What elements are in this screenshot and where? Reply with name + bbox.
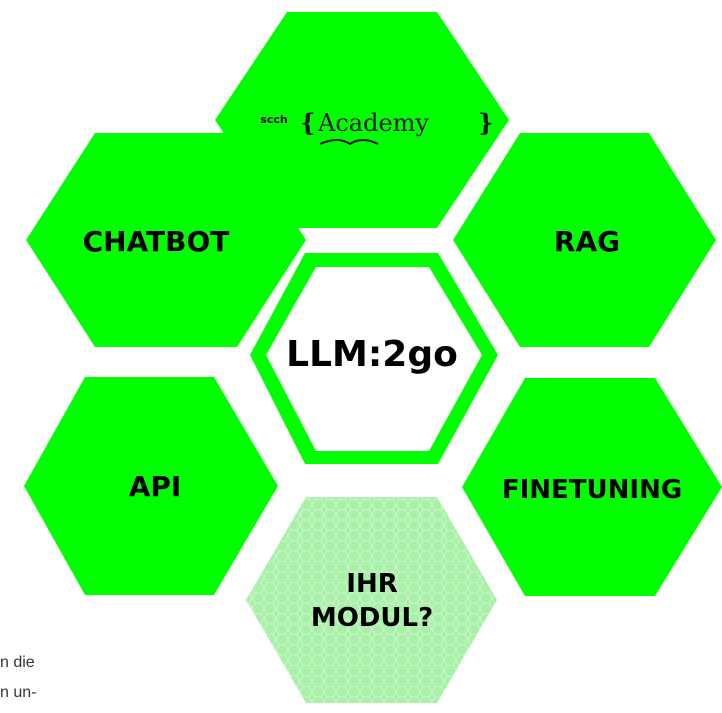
hex-center-inner [266,267,482,451]
side-text-line2: n un- [0,684,37,701]
side-text-line1: n die [0,654,35,671]
hex-chatbot[interactable]: CHATBOT [26,133,306,347]
api-label: API [129,470,182,503]
book-icon [319,139,379,146]
academy-brace-open: { [300,108,315,137]
hex-chatbot-shape [26,133,306,347]
academy-brace-close: } [478,108,493,137]
your-module-line2: MODUL? [311,603,433,633]
finetuning-label: FINETUNING [502,475,682,505]
hex-academy-shape [215,12,509,228]
your-module-line1: IHR [346,569,397,599]
hex-rag[interactable]: RAG [453,133,716,347]
hex-finetuning[interactable]: FINETUNING [462,378,722,596]
chatbot-label: CHATBOT [83,225,230,258]
hex-api-shape [24,377,278,595]
center-label: LLM:2go [286,334,458,375]
hex-your-module[interactable]: IHR MODUL? [246,497,497,703]
hex-api[interactable]: API [24,377,278,595]
academy-word: Academy [317,109,429,137]
hex-finetuning-shape [462,378,722,596]
rag-label: RAG [554,225,620,258]
honeycomb-texture [246,497,497,703]
hex-rag-shape [453,133,716,347]
hex-academy[interactable]: scch { Academy } [215,12,509,228]
hex-center[interactable]: LLM:2go [250,253,498,464]
academy-prefix: scch [260,113,287,126]
